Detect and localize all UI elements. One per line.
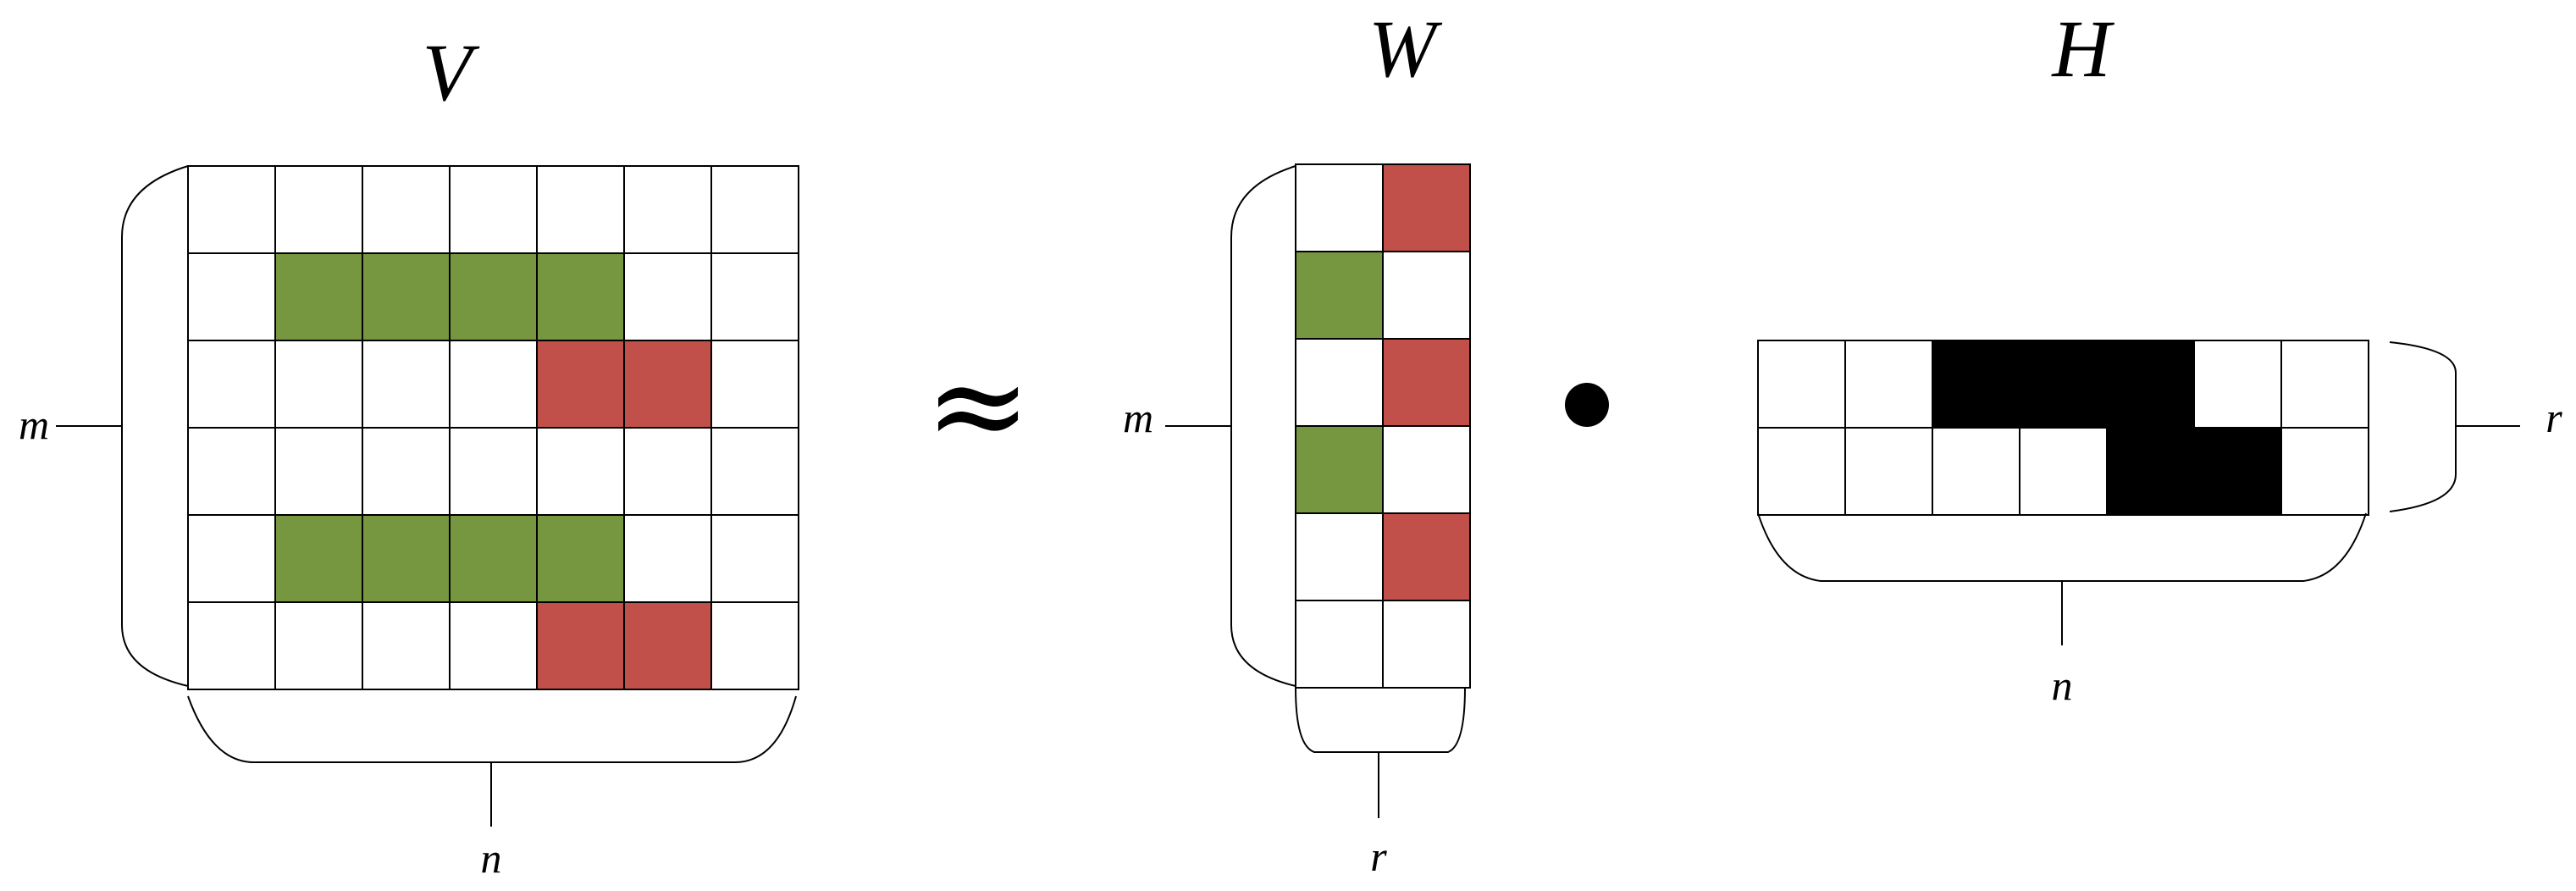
matrix-v-cell-empty	[449, 340, 538, 429]
matrix-h-cell-empty	[1844, 340, 1933, 429]
matrix-h-cell-empty	[2019, 427, 2108, 516]
matrix-v-rows-brace	[121, 165, 189, 687]
matrix-v-cell-red	[623, 601, 712, 690]
matrix-v-cell-empty	[187, 427, 276, 516]
matrix-v-cell-empty	[623, 165, 712, 254]
matrix-w-cell-red	[1382, 512, 1471, 601]
matrix-v-label: V	[423, 27, 480, 118]
matrix-h-label: H	[2050, 3, 2114, 94]
matrix-h-cell-empty	[1757, 427, 1846, 516]
matrix-v-cell-empty	[710, 601, 799, 690]
matrix-h-rows-brace	[2389, 341, 2457, 512]
matrix-w-cell-empty	[1382, 251, 1471, 340]
matrix-h-cell-empty	[2193, 340, 2282, 429]
matrix-w-label: W	[1368, 3, 1443, 94]
matrix-w-cell-red	[1382, 338, 1471, 427]
matrix-h: H r n	[1757, 3, 2562, 709]
matrix-v-cell-empty	[362, 601, 451, 690]
matrix-v-cell-empty	[710, 514, 799, 603]
matrix-h-cell-black	[1932, 340, 2020, 429]
matrix-v-cell-empty	[362, 340, 451, 429]
matrix-w-cell-empty	[1295, 512, 1384, 601]
matrix-v-cell-empty	[362, 165, 451, 254]
matrix-v-cell-green	[536, 514, 625, 603]
matrix-w-cell-empty	[1382, 425, 1471, 514]
matrix-v-cell-empty	[710, 165, 799, 254]
matrix-v-cell-green	[362, 252, 451, 341]
matrix-w-cell-empty	[1382, 600, 1471, 689]
matrix-v-cell-empty	[536, 427, 625, 516]
matrix-h-cell-empty	[1932, 427, 2020, 516]
matrix-v-cell-green	[536, 252, 625, 341]
matrix-v-cell-empty	[710, 427, 799, 516]
matrix-v-cell-empty	[623, 514, 712, 603]
matrix-v-cell-green	[274, 252, 363, 341]
matrix-v-cell-green	[449, 252, 538, 341]
matrix-v-cell-empty	[187, 601, 276, 690]
matrix-w-rows-label: m	[1123, 394, 1153, 441]
matrix-v-cell-green	[362, 514, 451, 603]
matrix-v-cell-empty	[274, 340, 363, 429]
matrix-v-cols-label: n	[481, 834, 502, 882]
matrix-h-rows-label: r	[2546, 394, 2562, 441]
matrix-h-cell-empty	[2280, 340, 2369, 429]
matrix-v-cell-empty	[449, 165, 538, 254]
matrix-v-grid	[187, 165, 799, 690]
matrix-w-cell-green	[1295, 251, 1384, 340]
matrix-v-cell-red	[623, 340, 712, 429]
dot-operator-icon	[1565, 383, 1609, 427]
matrix-v-cell-empty	[274, 165, 363, 254]
matrix-h-cell-black	[2106, 340, 2195, 429]
matrix-w-cell-empty	[1295, 600, 1384, 689]
matrix-h-cell-empty	[1757, 340, 1846, 429]
matrix-v-cell-red	[536, 601, 625, 690]
matrix-h-cell-empty	[1844, 427, 1933, 516]
matrix-h-cols-brace	[1757, 512, 2367, 582]
matrix-w-cell-empty	[1295, 163, 1384, 252]
matrix-w-cell-empty	[1295, 338, 1384, 427]
matrix-h-cell-black	[2106, 427, 2195, 516]
matrix-w-grid	[1295, 163, 1471, 689]
approx-symbol: ≈	[925, 332, 1031, 479]
matrix-v-cell-empty	[449, 427, 538, 516]
matrix-v: V m n	[19, 27, 799, 882]
matrix-v-cell-empty	[623, 252, 712, 341]
matrix-h-grid	[1757, 340, 2369, 516]
matrix-v-cell-empty	[274, 601, 363, 690]
matrix-v-cell-green	[274, 514, 363, 603]
matrix-w: W m r	[1123, 3, 1471, 880]
matrix-v-cell-empty	[187, 165, 276, 254]
matrix-w-rows-brace	[1230, 165, 1296, 687]
matrix-h-cell-black	[2193, 427, 2282, 516]
matrix-v-cell-green	[449, 514, 538, 603]
matrix-h-cols-label: n	[2052, 661, 2073, 709]
matrix-h-cell-black	[2019, 340, 2108, 429]
matrix-v-cell-empty	[710, 340, 799, 429]
matrix-v-cols-brace	[187, 695, 797, 763]
matrix-w-cols-label: r	[1370, 833, 1387, 880]
matrix-v-cell-empty	[362, 427, 451, 516]
matrix-v-cell-empty	[710, 252, 799, 341]
matrix-v-cell-empty	[187, 252, 276, 341]
matrix-w-cols-brace	[1295, 687, 1466, 753]
matrix-v-cell-empty	[274, 427, 363, 516]
matrix-v-cell-empty	[623, 427, 712, 516]
matrix-h-cell-empty	[2280, 427, 2369, 516]
matrix-v-cell-empty	[449, 601, 538, 690]
matrix-v-cell-empty	[187, 340, 276, 429]
matrix-v-cell-red	[536, 340, 625, 429]
matrix-v-cell-empty	[187, 514, 276, 603]
matrix-w-cell-red	[1382, 163, 1471, 252]
matrix-v-cell-empty	[536, 165, 625, 254]
matrix-v-rows-label: m	[19, 401, 49, 448]
matrix-w-cell-green	[1295, 425, 1384, 514]
